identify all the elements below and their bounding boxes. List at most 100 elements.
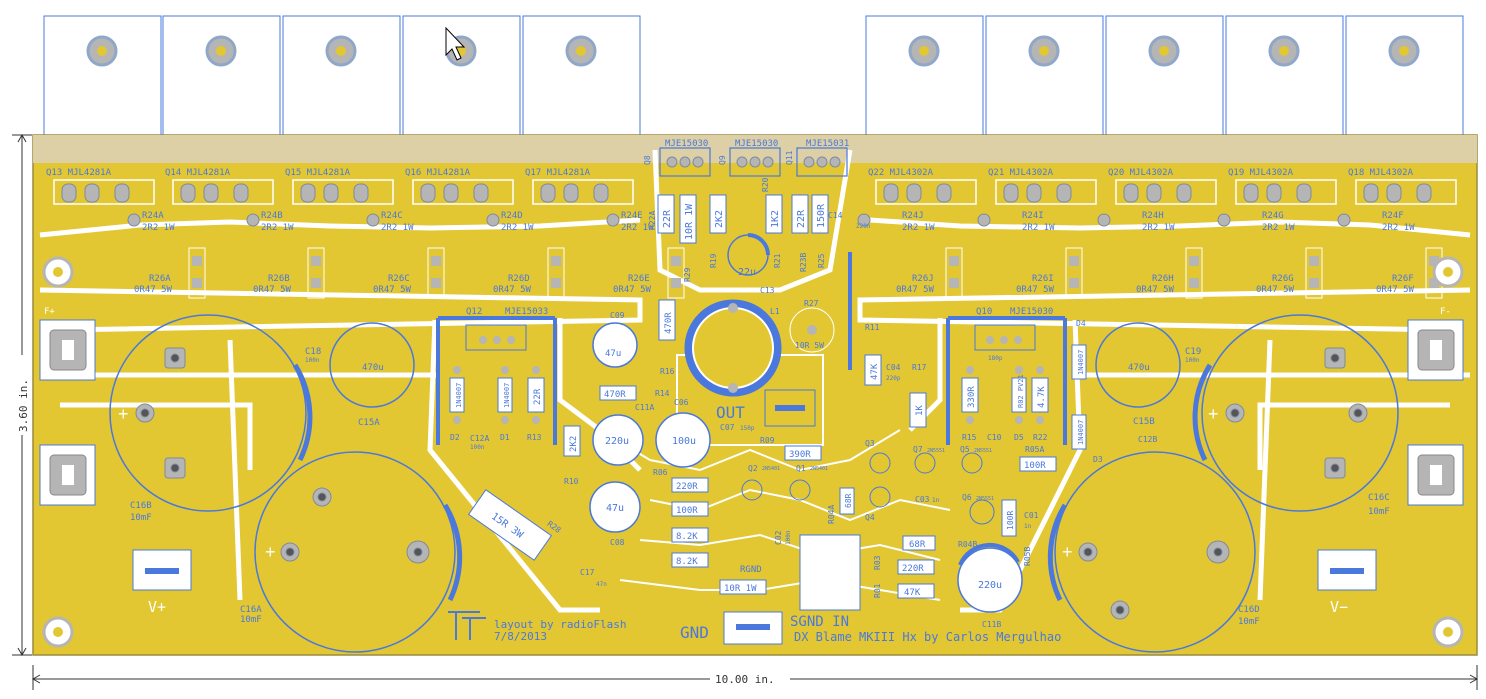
transistor-footprint (532, 179, 634, 205)
pad (61, 183, 77, 203)
resistor-value: 2R2 1W (1382, 223, 1415, 233)
power-resistor-ref: R26H (1152, 274, 1174, 284)
power-resistor-ref: R26G (1272, 274, 1294, 284)
power-resistor-ref: R26E (628, 274, 650, 284)
svg-text:220R: 220R (676, 482, 698, 492)
transistor-label: Q13 MJL4281A (46, 168, 112, 178)
resistor-ref: R24F (1382, 211, 1404, 221)
pad (1266, 183, 1282, 203)
resistor-value: 2R2 1W (1142, 223, 1175, 233)
svg-text:C03: C03 (915, 495, 930, 504)
svg-text:C07: C07 (720, 423, 735, 432)
gnd-label: GND (680, 623, 709, 642)
pad (593, 183, 609, 203)
svg-text:220p: 220p (886, 375, 901, 382)
resistor-ref: R24C (381, 211, 403, 221)
pad (233, 183, 249, 203)
resistor-ref: R24J (902, 211, 924, 221)
svg-text:47u: 47u (606, 503, 624, 514)
mouse-cursor-icon (445, 26, 466, 61)
q8-outline (659, 147, 711, 177)
svg-text:220R: 220R (902, 564, 924, 574)
svg-text:220u: 220u (605, 436, 629, 447)
svg-text:22u: 22u (738, 267, 756, 278)
pad (1243, 183, 1259, 203)
mount-hole-center (1279, 46, 1289, 56)
pad (1176, 183, 1192, 203)
power-resistor-outline (1305, 247, 1323, 299)
pad (540, 183, 556, 203)
transistor-label: Q21 MJL4302A (988, 168, 1054, 178)
r1k2-body (765, 194, 783, 234)
svg-text:47n: 47n (596, 581, 607, 588)
driver-section: MJE15030 MJE15030 MJE15031 Q8 Q9 Q11 10R… (643, 139, 871, 295)
mount-hole-center (97, 46, 107, 56)
resistor-ref: R24I (1022, 211, 1044, 221)
cap-pads (135, 347, 1368, 620)
power-resistor-ref: R26B (268, 274, 290, 284)
mount-hole-center (336, 46, 346, 56)
pad (353, 183, 369, 203)
power-resistor-outline (307, 247, 325, 299)
power-resistor-value: 0R47 5W (1256, 285, 1295, 295)
power-resistor-value: 0R47 5W (493, 285, 532, 295)
resistor-ref: R24E (621, 211, 643, 221)
svg-text:R05B: R05B (1023, 547, 1032, 566)
svg-text:C12B: C12B (1138, 435, 1157, 444)
svg-text:C16B: C16B (130, 501, 152, 511)
svg-text:D1: D1 (500, 433, 510, 442)
power-resistor-value: 0R47 5W (896, 285, 935, 295)
pad (1429, 256, 1439, 266)
transistor-footprint (1115, 179, 1217, 205)
pad (883, 183, 899, 203)
reservoir-capacitors (109, 314, 1399, 653)
resistor-value: 2R2 1W (621, 223, 654, 233)
svg-text:150p: 150p (740, 425, 755, 432)
svg-text:10mF: 10mF (130, 513, 152, 523)
svg-text:C16D: C16D (1238, 605, 1260, 615)
svg-text:MJE15030: MJE15030 (1010, 307, 1053, 317)
pad (1296, 183, 1312, 203)
mount-hole-center (1039, 46, 1049, 56)
svg-text:100n: 100n (785, 530, 792, 545)
r22a-body (657, 194, 675, 234)
pad (473, 183, 489, 203)
resistor-value: 2R2 1W (261, 223, 294, 233)
transistor-footprint (412, 179, 514, 205)
resistor-ref: R24G (1262, 211, 1284, 221)
svg-text:22R: 22R (662, 209, 673, 228)
svg-text:2K2: 2K2 (714, 210, 725, 228)
pad (977, 213, 991, 227)
r2k2-body (709, 194, 727, 234)
svg-text:47K: 47K (870, 363, 880, 380)
pad (366, 213, 380, 227)
mount-hole-center (1159, 46, 1169, 56)
svg-text:C11B: C11B (982, 620, 1001, 629)
svg-text:100u: 100u (672, 436, 696, 447)
svg-text:470R: 470R (604, 390, 626, 400)
layout-date: 7/8/2013 (494, 630, 547, 643)
trace-clearances (39, 149, 1471, 613)
svg-text:R09: R09 (760, 436, 775, 445)
height-dimension: 3.60 in. (17, 379, 30, 432)
svg-text:10mF: 10mF (240, 615, 262, 625)
mount-hole-center (576, 46, 586, 56)
power-resistor-ref: R26I (1032, 274, 1054, 284)
svg-text:1n: 1n (932, 497, 940, 504)
power-resistor-value: 0R47 5W (373, 285, 412, 295)
transistor-footprint (53, 179, 155, 205)
svg-text:D3: D3 (1093, 455, 1103, 464)
power-resistor-value: 0R47 5W (613, 285, 652, 295)
power-resistor-value: 0R47 5W (134, 285, 173, 295)
svg-text:1K2: 1K2 (770, 210, 781, 228)
pad (1386, 183, 1402, 203)
svg-text:C15B: C15B (1133, 417, 1155, 427)
pad (443, 183, 459, 203)
transistor-footprint (875, 179, 977, 205)
polarity-marks: ++++ (118, 404, 1219, 562)
svg-text:8.2K: 8.2K (676, 557, 698, 567)
